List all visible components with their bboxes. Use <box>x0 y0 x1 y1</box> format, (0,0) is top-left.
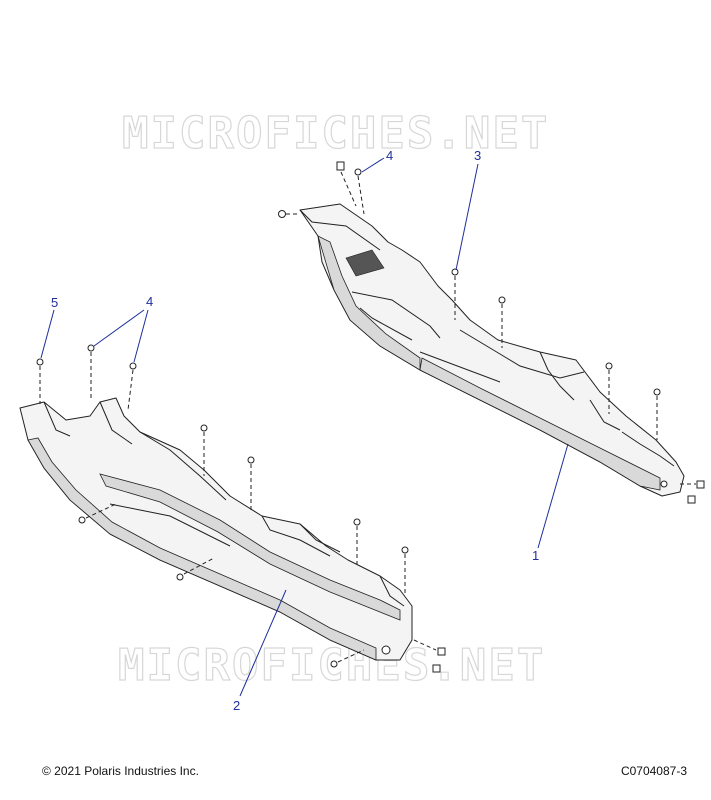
rivet-icon <box>200 424 208 432</box>
side-panel-left <box>19 397 413 661</box>
rivet-icon <box>653 388 661 396</box>
screw-icon <box>78 516 86 524</box>
rivet-icon <box>129 362 137 370</box>
copyright-text: © 2021 Polaris Industries Inc. <box>42 764 199 778</box>
rivet-icon <box>498 296 506 304</box>
watermark-bottom: MICROFICHES.NET <box>118 640 545 691</box>
screw-icon <box>330 660 338 668</box>
rivet-icon <box>87 344 95 352</box>
clip-icon <box>278 210 286 218</box>
callout-3: 3 <box>474 148 481 163</box>
fasteners <box>36 161 705 673</box>
rivet-icon <box>354 168 362 176</box>
callout-4-upper: 4 <box>386 148 393 163</box>
callout-5: 5 <box>51 295 58 310</box>
clip-icon <box>432 664 441 673</box>
drawing-number: C0704087-3 <box>620 764 687 778</box>
callout-1: 1 <box>532 548 539 563</box>
rivet-icon <box>36 358 44 366</box>
callout-4-lower: 4 <box>146 294 153 309</box>
callouts: 4 3 5 4 1 2 <box>40 148 569 713</box>
rivet-icon <box>353 518 361 526</box>
rivet-icon <box>451 268 459 276</box>
side-panel-right <box>299 203 685 497</box>
rivet-icon <box>247 456 255 464</box>
clip-icon <box>687 495 696 504</box>
clip-icon <box>437 647 446 656</box>
clip-icon <box>336 161 345 171</box>
watermark-top: MICROFICHES.NET <box>122 108 549 159</box>
clip-icon <box>696 480 705 489</box>
callout-2: 2 <box>233 698 240 713</box>
screw-icon <box>176 573 184 581</box>
rivet-icon <box>401 546 409 554</box>
rivet-icon <box>605 362 613 370</box>
